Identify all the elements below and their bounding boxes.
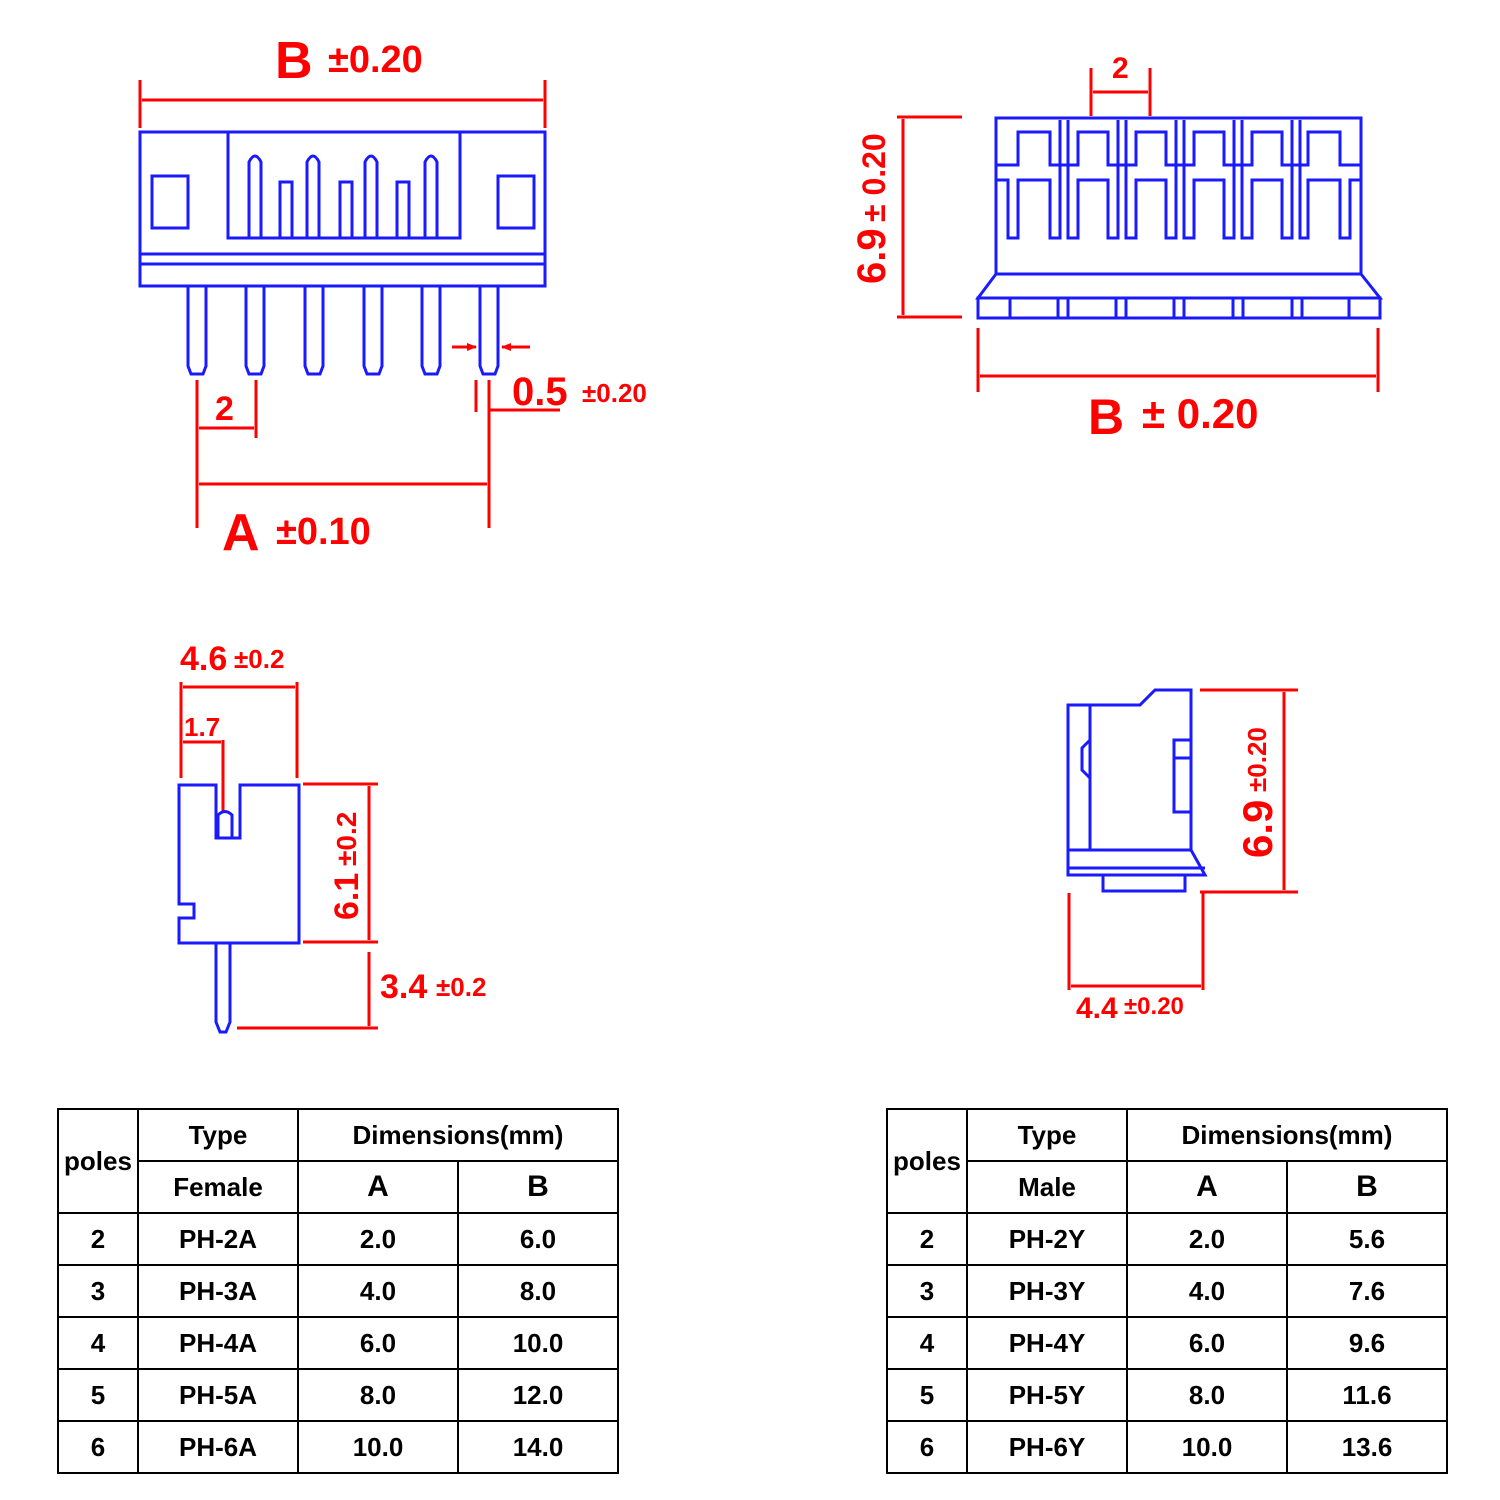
female-front-pin-width: 0.5: [512, 370, 568, 414]
table-row: 5 PH-5A 8.0 12.0: [57, 1368, 619, 1422]
table-row: 6 PH-6A 10.0 14.0: [57, 1420, 619, 1474]
type-cell: PH-3Y: [966, 1264, 1128, 1318]
type-cell: PH-5A: [137, 1368, 299, 1422]
col-a-header: A: [297, 1160, 459, 1214]
female-side-depth-tol: ±0.2: [234, 644, 284, 674]
poles-cell: 2: [886, 1212, 968, 1266]
a-cell: 6.0: [1126, 1316, 1288, 1370]
poles-cell: 4: [886, 1316, 968, 1370]
gender-header: Female: [137, 1160, 299, 1214]
female-front-pitch-label: 2: [215, 390, 234, 428]
type-cell: PH-3A: [137, 1264, 299, 1318]
a-cell: 8.0: [1126, 1368, 1288, 1422]
poles-cell: 6: [886, 1420, 968, 1474]
a-cell: 4.0: [1126, 1264, 1288, 1318]
female-front-pin-width-tol: ±0.20: [582, 378, 647, 408]
b-cell: 5.6: [1286, 1212, 1448, 1266]
male-front-height-tol: ± 0.20: [856, 133, 892, 222]
female-side-pin-length: 3.4: [380, 968, 427, 1006]
female-side-offset: 1.7: [184, 712, 220, 742]
poles-cell: 5: [886, 1368, 968, 1422]
poles-cell: 3: [57, 1264, 139, 1318]
b-cell: 13.6: [1286, 1420, 1448, 1474]
table-row: 5 PH-5Y 8.0 11.6: [886, 1368, 1448, 1422]
type-cell: PH-5Y: [966, 1368, 1128, 1422]
female-side-view: 4.6 ±0.2 1.7 6.1 ±0.2 3.4 ±0.2: [177, 640, 486, 1034]
type-cell: PH-2A: [137, 1212, 299, 1266]
type-cell: PH-2Y: [966, 1212, 1128, 1266]
a-cell: 10.0: [297, 1420, 459, 1474]
poles-header: poles: [886, 1108, 968, 1214]
female-front-a-tol: ±0.10: [276, 511, 371, 553]
table-row: 4 PH-4A 6.0 10.0: [57, 1316, 619, 1370]
female-front-a-letter: A: [222, 504, 260, 562]
male-side-depth-tol: ±0.20: [1124, 993, 1184, 1020]
col-b-header: B: [457, 1160, 619, 1214]
b-cell: 9.6: [1286, 1316, 1448, 1370]
b-cell: 8.0: [457, 1264, 619, 1318]
poles-cell: 3: [886, 1264, 968, 1318]
dimensions-header: Dimensions(mm): [1126, 1108, 1448, 1162]
table-row: 3 PH-3Y 4.0 7.6: [886, 1264, 1448, 1318]
a-cell: 6.0: [297, 1316, 459, 1370]
female-side-height-tol: ±0.2: [331, 812, 362, 866]
male-front-b-tol: ± 0.20: [1142, 390, 1258, 437]
gender-header: Male: [966, 1160, 1128, 1214]
male-front-pitch-label: 2: [1112, 52, 1129, 85]
type-cell: PH-4Y: [966, 1316, 1128, 1370]
drawings: B ±0.20 2 0.5 ±0.20: [138, 32, 1384, 1034]
col-a-header: A: [1126, 1160, 1288, 1214]
male-side-height: 6.9: [1234, 800, 1281, 858]
a-cell: 2.0: [1126, 1212, 1288, 1266]
type-header: Type: [137, 1108, 299, 1162]
a-cell: 10.0: [1126, 1420, 1288, 1474]
poles-header: poles: [57, 1108, 139, 1214]
b-cell: 10.0: [457, 1316, 619, 1370]
male-spec-table: poles Type Dimensions(mm) Male A B 2 PH-…: [886, 1108, 1448, 1474]
male-side-height-tol: ±0.20: [1242, 727, 1272, 792]
female-side-depth: 4.6: [180, 640, 227, 678]
b-cell: 11.6: [1286, 1368, 1448, 1422]
a-cell: 8.0: [297, 1368, 459, 1422]
dimensions-header: Dimensions(mm): [297, 1108, 619, 1162]
table-row: 2 PH-2Y 2.0 5.6: [886, 1212, 1448, 1266]
a-cell: 4.0: [297, 1264, 459, 1318]
poles-cell: 6: [57, 1420, 139, 1474]
b-cell: 12.0: [457, 1368, 619, 1422]
type-cell: PH-4A: [137, 1316, 299, 1370]
table-row: 6 PH-6Y 10.0 13.6: [886, 1420, 1448, 1474]
table-row: 2 PH-2A 2.0 6.0: [57, 1212, 619, 1266]
male-front-height: 6.9: [850, 228, 894, 284]
female-side-pin-length-tol: ±0.2: [436, 972, 486, 1002]
male-front-b-letter: B: [1088, 389, 1124, 445]
b-cell: 14.0: [457, 1420, 619, 1474]
type-cell: PH-6A: [137, 1420, 299, 1474]
poles-cell: 2: [57, 1212, 139, 1266]
b-cell: 7.6: [1286, 1264, 1448, 1318]
female-front-b-letter: B: [275, 32, 313, 90]
col-b-header: B: [1286, 1160, 1448, 1214]
b-cell: 6.0: [457, 1212, 619, 1266]
type-cell: PH-6Y: [966, 1420, 1128, 1474]
female-front-b-tol: ±0.20: [328, 39, 423, 81]
male-front-view: 2 6.9 ± 0.20 B ± 0.20: [850, 52, 1384, 445]
male-side-depth: 4.4: [1076, 992, 1118, 1025]
female-front-view: B ±0.20 2 0.5 ±0.20: [138, 32, 647, 562]
a-cell: 2.0: [297, 1212, 459, 1266]
female-spec-table: poles Type Dimensions(mm) Female A B 2 P…: [57, 1108, 619, 1474]
type-header: Type: [966, 1108, 1128, 1162]
poles-cell: 4: [57, 1316, 139, 1370]
table-row: 4 PH-4Y 6.0 9.6: [886, 1316, 1448, 1370]
male-side-view: 6.9 ±0.20 4.4 ±0.20: [1066, 688, 1298, 1025]
table-row: 3 PH-3A 4.0 8.0: [57, 1264, 619, 1318]
poles-cell: 5: [57, 1368, 139, 1422]
female-side-height: 6.1: [328, 873, 366, 920]
